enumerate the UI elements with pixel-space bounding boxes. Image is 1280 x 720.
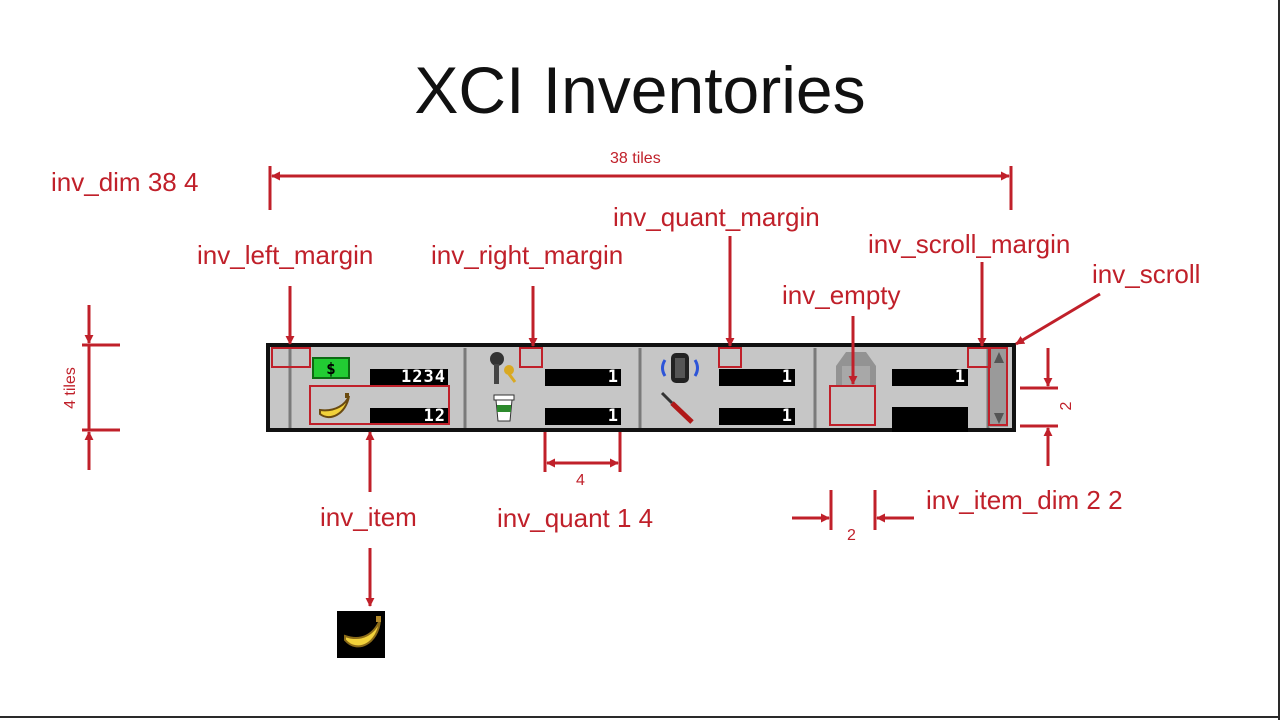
frame-right-edge: [1278, 0, 1280, 720]
keys-icon: [490, 352, 517, 384]
svg-text:$: $: [326, 359, 336, 378]
quantity-empty-slot: 1: [954, 367, 966, 387]
radio-icon: [661, 353, 699, 383]
inv-right-margin-label: inv_right_margin: [431, 240, 624, 270]
quantity-keys: 1: [607, 367, 619, 387]
quantity-banana: 12: [423, 406, 446, 426]
quantity-screwdriver: 1: [781, 406, 793, 426]
quantity-coffee: 1: [607, 406, 619, 426]
screwdriver-icon: [660, 391, 694, 424]
annotation-arrows: [82, 166, 1101, 607]
quant-width-label: 4: [576, 472, 585, 489]
inv-item-dim-label: inv_item_dim 2 2: [926, 485, 1123, 515]
page-title: XCI Inventories: [414, 53, 866, 127]
inv-dim-label: inv_dim 38 4: [51, 167, 199, 197]
banana-item-icon: [337, 611, 385, 658]
inv-scroll-margin-label: inv_scroll_margin: [868, 229, 1071, 259]
inv-quant-label: inv_quant 1 4: [497, 503, 654, 533]
quantity-money: 1234: [401, 367, 446, 387]
frame-bottom-edge: [0, 716, 1280, 718]
inv-item-label: inv_item: [320, 502, 417, 532]
money-icon: $: [312, 357, 350, 379]
quantity-radio: 1: [781, 367, 793, 387]
banana-icon: [319, 393, 350, 419]
inv-scroll-label: inv_scroll: [1092, 259, 1201, 289]
scrollbar-icon: [990, 349, 1008, 427]
inv-left-margin-label: inv_left_margin: [197, 240, 374, 270]
width-tiles-label: 38 tiles: [610, 150, 661, 167]
inv-quant-margin-label: inv_quant_margin: [613, 202, 820, 232]
coffee-cup-icon: [493, 394, 515, 422]
quantity-boxes: [370, 369, 968, 432]
inv-empty-label: inv_empty: [782, 280, 901, 310]
annotation-highlights: [271, 347, 1008, 426]
item-width-label: 2: [847, 527, 856, 544]
